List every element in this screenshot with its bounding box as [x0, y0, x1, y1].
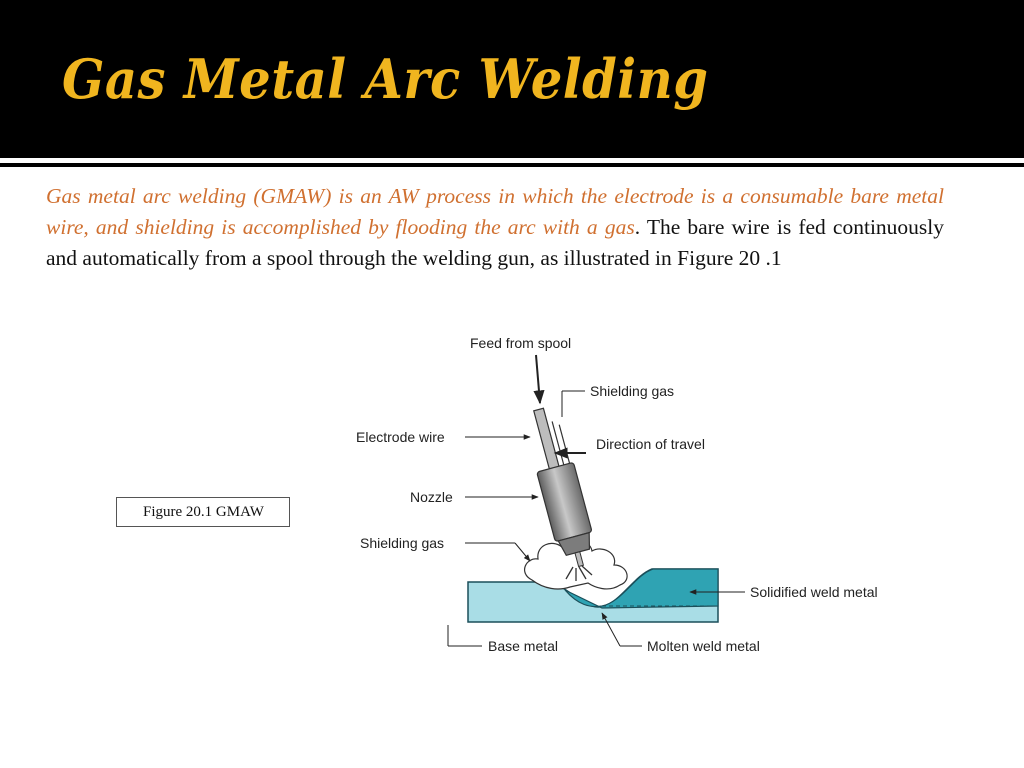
- intro-paragraph: Gas metal arc welding (GMAW) is an AW pr…: [46, 181, 944, 274]
- figure-caption: Figure 20.1 GMAW: [116, 497, 290, 527]
- intro-highlight: Gas metal arc welding (GMAW) is an AW pr…: [46, 184, 944, 239]
- shielding-gas-cloud: [523, 540, 628, 590]
- label-shielding-gas-bottom: Shielding gas: [360, 535, 444, 551]
- feed-arrow: [533, 354, 545, 405]
- title-underline: [0, 163, 1024, 167]
- welding-gun: [533, 407, 592, 568]
- label-feed-from-spool: Feed from spool: [470, 335, 571, 351]
- leader-molten-weld-tip: [601, 612, 621, 647]
- slide-title: Gas Metal Arc Welding: [62, 47, 709, 111]
- label-electrode-wire: Electrode wire: [356, 429, 445, 445]
- label-shielding-gas-top: Shielding gas: [590, 383, 674, 399]
- label-nozzle: Nozzle: [410, 489, 453, 505]
- label-base-metal: Base metal: [488, 638, 558, 654]
- weld-bead: [564, 568, 719, 609]
- label-solidified-weld-metal: Solidified weld metal: [750, 584, 878, 600]
- title-bar: [0, 0, 1024, 158]
- label-direction-of-travel: Direction of travel: [596, 436, 705, 452]
- arc-sparks: [565, 565, 593, 581]
- leader-shielding-gas-bottom-tip: [514, 542, 531, 562]
- label-molten-weld-metal: Molten weld metal: [647, 638, 760, 654]
- gmaw-diagram: Feed from spool Shielding gas Electrode …: [356, 335, 878, 654]
- intro-body: . The bare wire is fed continuously and …: [46, 215, 945, 270]
